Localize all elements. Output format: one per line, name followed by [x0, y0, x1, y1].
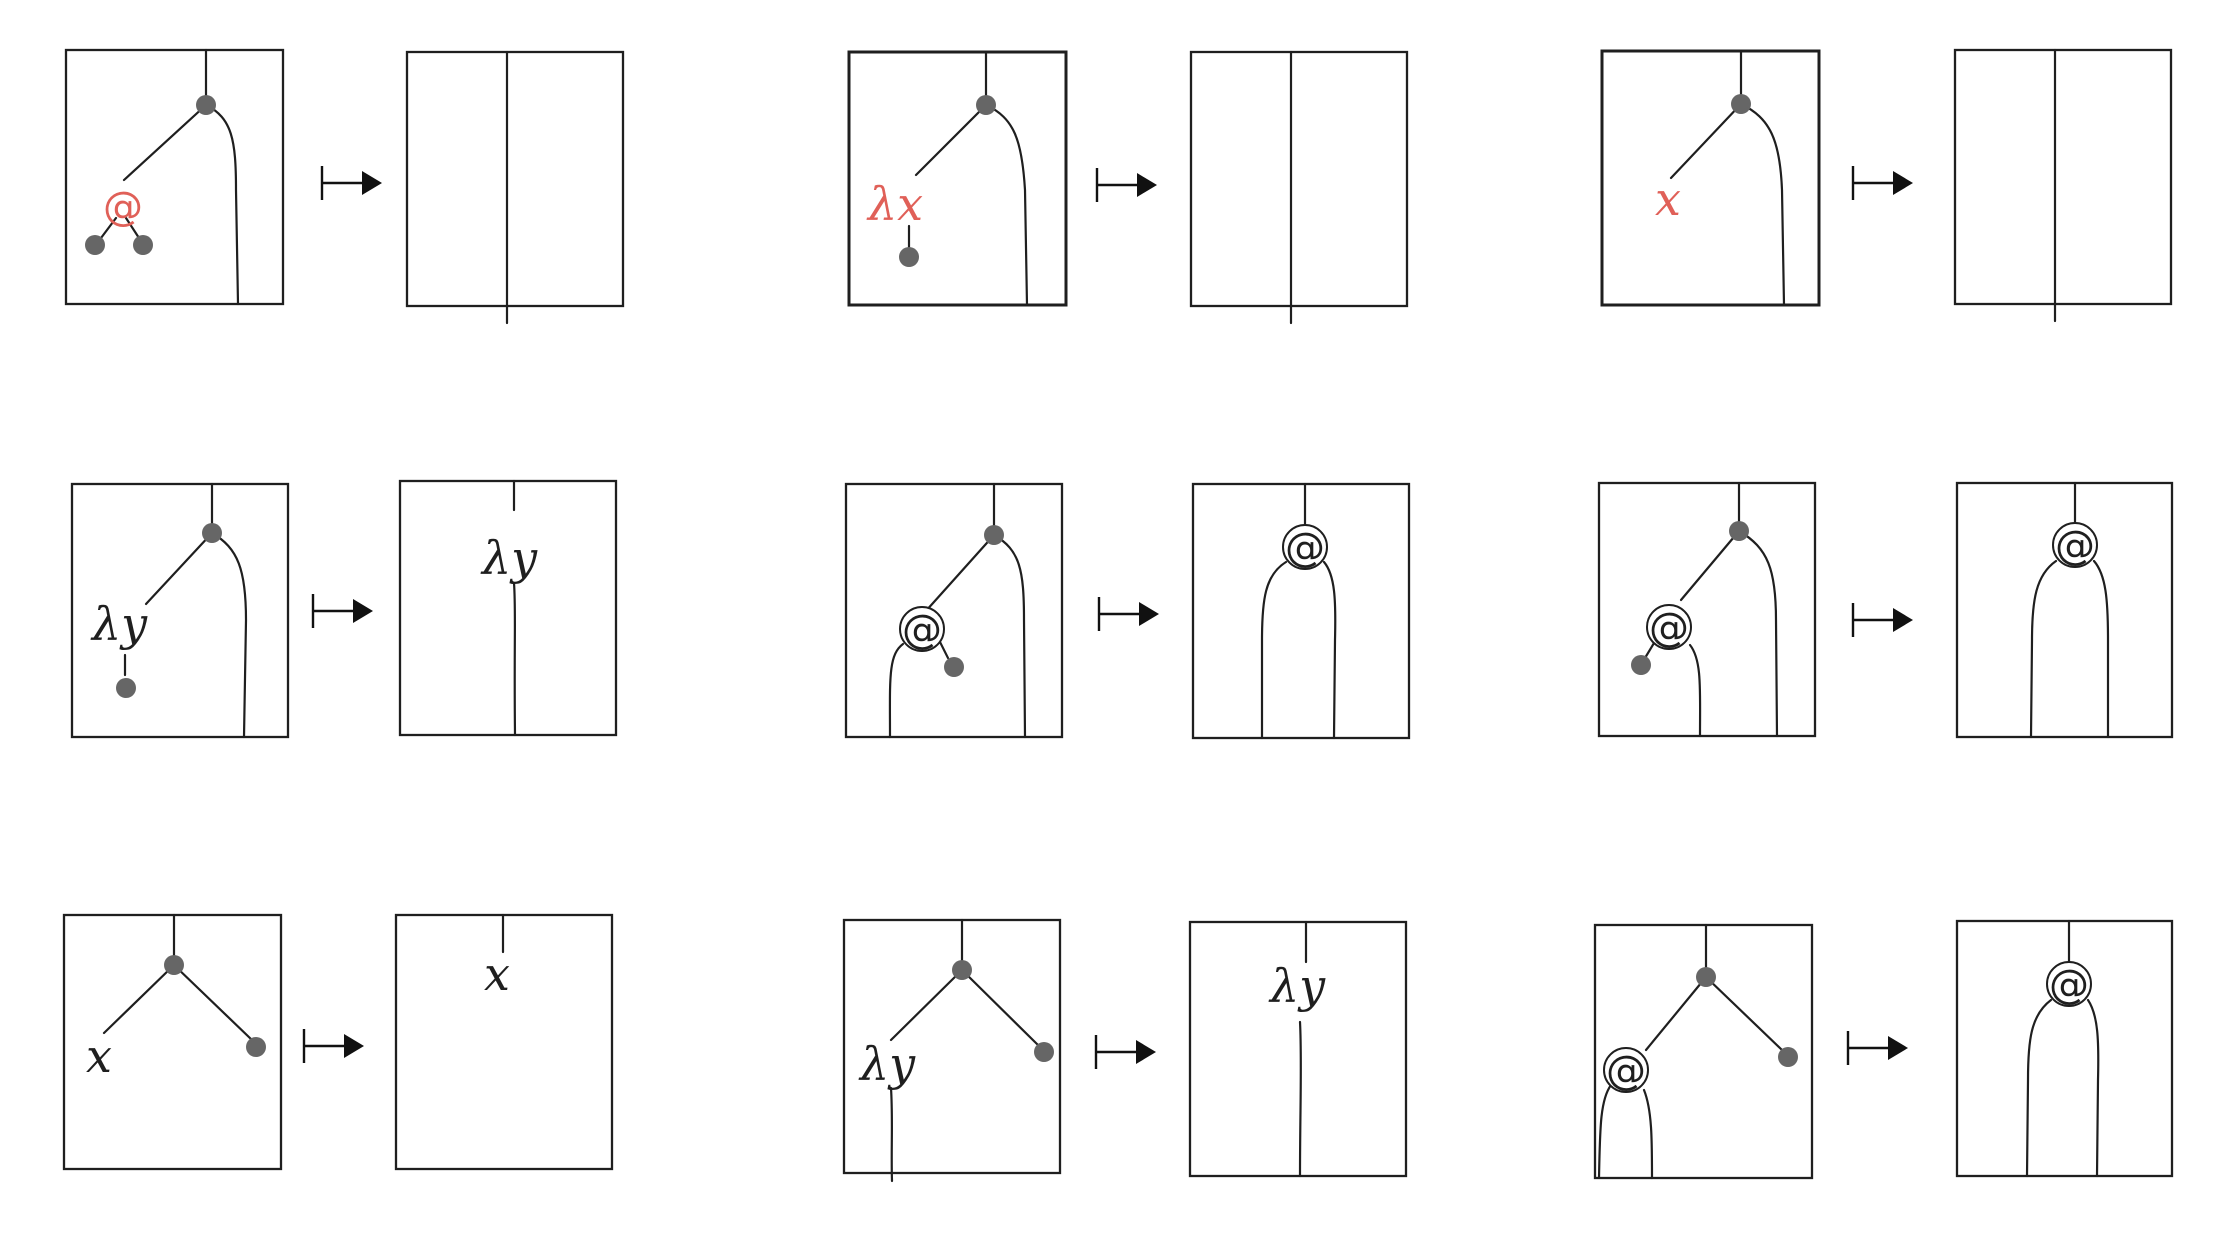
rule-app-dup-2-right-box: @ — [1955, 919, 2174, 1178]
rule-app-erase-right-box — [405, 50, 625, 325]
app-label: @ — [1649, 605, 1689, 651]
mapsto-arrow — [302, 1029, 364, 1063]
app-label: @ — [103, 184, 143, 230]
lambda-y-label: λy — [858, 1037, 916, 1091]
node-dot — [1729, 521, 1749, 541]
lambda-y-label: λy — [480, 531, 538, 585]
app-label: @ — [1606, 1048, 1646, 1094]
node-dot — [952, 960, 972, 980]
mapsto-arrow — [320, 166, 382, 200]
rule-var-dup-right-box: x — [394, 913, 614, 1171]
app-label: @ — [902, 607, 942, 653]
var-x-label: x — [484, 947, 510, 1001]
rule-lambda-dup-2: λy λy — [842, 918, 1408, 1183]
node-dot — [1778, 1047, 1798, 1067]
rule-app-dup-right: @ @ — [844, 482, 1411, 740]
rule-var-erase-left-box: x — [1600, 49, 1821, 307]
mapsto-arrow — [1097, 597, 1159, 631]
rule-app-erase-left-box: @ — [64, 48, 285, 306]
rule-app-dup-left: @ @ — [1597, 481, 2174, 739]
app-label: @ — [1285, 525, 1325, 571]
mapsto-arrow — [1094, 1035, 1156, 1069]
rule-lambda-erase-right-box — [1189, 50, 1409, 325]
node-dot — [133, 235, 153, 255]
lambda-y-label: λy — [90, 597, 148, 651]
var-x-label: x — [86, 1029, 112, 1083]
node-dot — [85, 235, 105, 255]
rule-lambda-erase: λx — [847, 50, 1409, 325]
var-x-label: x — [1655, 172, 1681, 226]
lambda-y-label: λy — [1268, 959, 1326, 1013]
rule-app-dup-2-left-box: @ — [1593, 923, 1814, 1180]
app-label: @ — [2055, 523, 2095, 569]
rule-var-dup-left-box: x — [62, 913, 283, 1171]
node-dot — [196, 95, 216, 115]
mapsto-arrow — [1095, 168, 1157, 202]
mapsto-arrow — [1851, 166, 1913, 200]
mapsto-arrow — [1851, 603, 1913, 637]
rule-lambda-dup-2-left-box: λy — [842, 918, 1062, 1183]
rule-lambda-dup: λy λy — [70, 479, 618, 739]
rule-app-dup-2: @ @ — [1593, 919, 2174, 1180]
node-dot — [164, 955, 184, 975]
node-dot — [976, 95, 996, 115]
rule-var-dup: x x — [62, 913, 614, 1171]
node-dot — [202, 523, 222, 543]
rule-var-erase-right-box — [1953, 48, 2173, 323]
rule-app-dup-right-right-box: @ — [1191, 482, 1411, 740]
rule-app-dup-left-right-box: @ — [1955, 481, 2174, 739]
rule-lambda-dup-left-box: λy — [70, 482, 290, 739]
rule-lambda-dup-2-right-box: λy — [1188, 920, 1408, 1178]
rule-app-erase: @ — [64, 48, 625, 325]
lambda-x-label: λx — [866, 177, 923, 231]
app-label: @ — [2049, 962, 2089, 1008]
node-dot — [944, 657, 964, 677]
mapsto-arrow — [311, 594, 373, 628]
rule-app-dup-left-left-box: @ — [1597, 481, 1817, 738]
node-dot — [116, 678, 136, 698]
node-dot — [984, 525, 1004, 545]
node-dot — [1731, 94, 1751, 114]
node-dot — [899, 247, 919, 267]
node-dot — [1034, 1042, 1054, 1062]
node-dot — [246, 1037, 266, 1057]
node-dot — [1696, 967, 1716, 987]
rule-app-dup-right-left-box: @ — [844, 482, 1064, 739]
rule-var-erase: x — [1600, 48, 2173, 323]
node-dot — [1631, 655, 1651, 675]
mapsto-arrow — [1846, 1031, 1908, 1065]
rule-lambda-erase-left-box: λx — [847, 50, 1068, 307]
rule-lambda-dup-right-box: λy — [398, 479, 618, 737]
